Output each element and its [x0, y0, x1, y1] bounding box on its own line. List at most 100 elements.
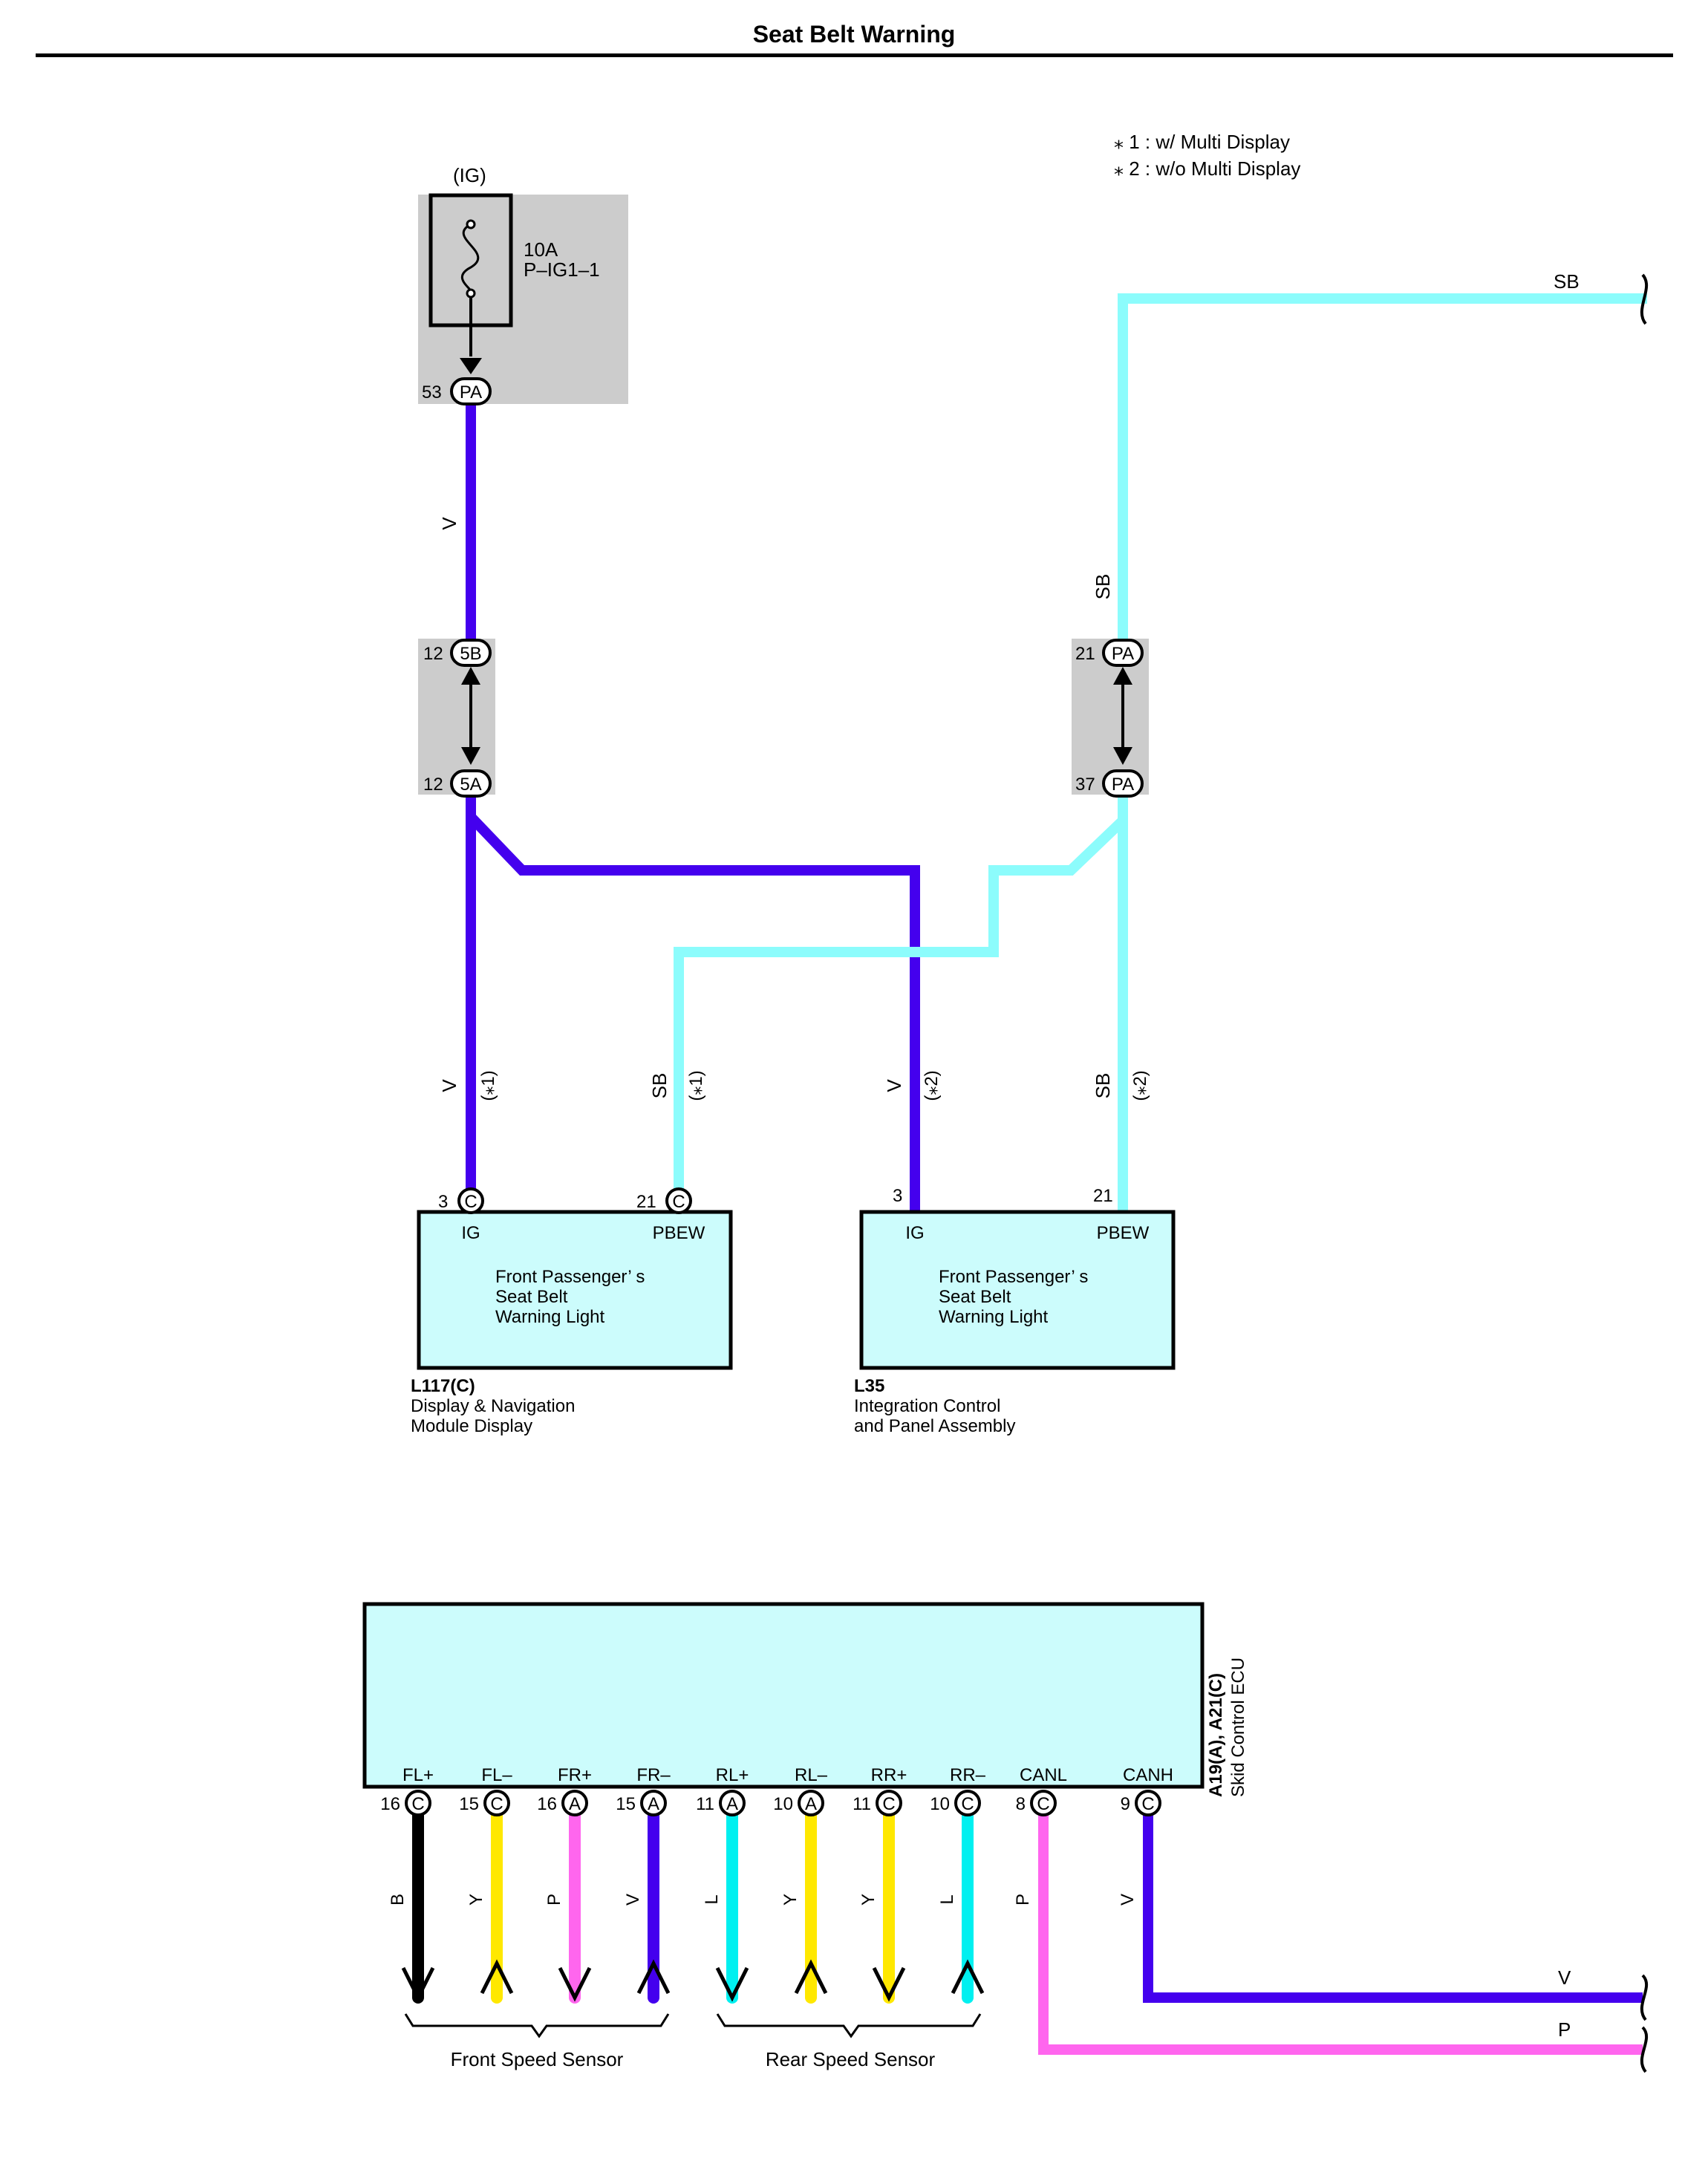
note-2: ⁎ 2 : w/o Multi Display	[1114, 157, 1300, 180]
ecu-terminal-8-connector	[1030, 1790, 1057, 1816]
l117-name-line2: Module Display	[411, 1416, 532, 1436]
junction-right-double-arrow	[1113, 667, 1132, 765]
svg-text:5B: 5B	[460, 644, 481, 664]
ecu-terminal-7-connector	[954, 1790, 981, 1816]
ecu-terminal-0-label: FL+	[402, 1765, 434, 1785]
note-1: ⁎ 1 : w/ Multi Display	[1114, 131, 1290, 153]
wire-note-v-l35: (⁎2)	[922, 1070, 942, 1101]
ecu-terminal-5-pin: 10	[773, 1794, 793, 1814]
ecu-terminal-1-connector	[483, 1790, 510, 1816]
ecu-terminal-3-pin: 15	[616, 1794, 636, 1814]
ecu-terminal-9-connector	[1135, 1790, 1161, 1816]
l117-id: L117(C)	[411, 1376, 475, 1396]
ecu-terminal-7-conn-letter: C	[961, 1794, 974, 1814]
wire-label-canl-out: P	[1558, 2018, 1571, 2041]
wire-label-v-upper: V	[438, 517, 460, 530]
ecu-terminal-0-arrow-down	[401, 1966, 435, 2002]
wire-violet-to-l35	[466, 813, 920, 1210]
fuse-terminal-top	[466, 219, 476, 229]
rear-sensor-label: Rear Speed Sensor	[766, 2048, 936, 2070]
l117-ig-connector: C	[457, 1187, 484, 1214]
l117-ig-label: IG	[461, 1223, 480, 1243]
ecu-terminal-6-conn-letter: C	[882, 1794, 895, 1814]
wire-sb-to-l117	[674, 816, 1127, 1190]
connector-fuse-pa: PA	[450, 377, 492, 405]
l117-ig-pin: 3	[438, 1192, 448, 1212]
wire-sb-top	[1118, 293, 1647, 645]
wire-label-sb-upper: SB	[1092, 574, 1114, 600]
ecu-terminal-3-conn-letter: A	[648, 1794, 659, 1814]
front-sensor-label: Front Speed Sensor	[451, 2048, 624, 2070]
l35-pbew-pin: 21	[1093, 1186, 1113, 1206]
svg-text:PA: PA	[1112, 775, 1134, 795]
ecu-terminal-1-conn-letter: C	[490, 1794, 503, 1814]
connector-junction-right-bottom: PA	[1102, 769, 1144, 798]
ecu-terminal-2-label: FR+	[558, 1765, 592, 1785]
wire-label-v-l35: V	[883, 1079, 905, 1092]
ecu-terminal-3-connector	[640, 1790, 667, 1816]
l35-ig-pin: 3	[893, 1186, 902, 1206]
fuse-box-background	[418, 195, 628, 404]
svg-text:PA: PA	[460, 382, 482, 402]
ecu-terminal-7-pin: 10	[930, 1794, 950, 1814]
l35-name-line1: Integration Control	[854, 1396, 1000, 1416]
ecu-terminal-8-wire-code: P	[1013, 1894, 1033, 1906]
ecu-terminal-6-connector	[876, 1790, 902, 1816]
ecu-terminal-1-arrow-up	[480, 1959, 514, 1995]
ecu-terminal-3-label: FR–	[636, 1765, 671, 1785]
junction-left-double-arrow	[461, 667, 480, 765]
wire-note-sb-l35: (⁎2)	[1130, 1070, 1150, 1101]
wire-canl	[1038, 1805, 1643, 2055]
wire-label-sb-top: SB	[1554, 270, 1580, 293]
l35-inner-line2: Seat Belt	[939, 1287, 1011, 1307]
connector-junction-right-top: PA	[1102, 639, 1144, 667]
ecu-terminal-8-pin: 8	[1016, 1794, 1026, 1814]
ecu-terminal-4-pin: 11	[696, 1794, 714, 1814]
wire-label-sb-l35: SB	[1092, 1073, 1114, 1099]
ecu-terminal-4-connector	[719, 1790, 746, 1816]
junction-left-bottom-pin: 12	[423, 775, 443, 795]
ecu-terminal-4-wire-code: L	[702, 1894, 722, 1904]
svg-text:5A: 5A	[460, 775, 481, 795]
ecu-terminal-7-wire-code: L	[937, 1894, 957, 1904]
wire-canh	[1143, 1805, 1643, 2003]
ecu-terminal-0-conn-letter: C	[411, 1794, 424, 1814]
ecu-terminal-3-arrow-up	[636, 1959, 671, 1995]
ecu-terminal-2-arrow-down	[558, 1966, 592, 2002]
junction-right-bottom-pin: 37	[1075, 775, 1095, 795]
svg-text:PA: PA	[1112, 644, 1134, 664]
ecu-terminal-5-wire-code: Y	[780, 1894, 801, 1906]
l117-pbew-connector: C	[665, 1187, 692, 1214]
l35-component-box	[859, 1210, 1176, 1370]
ecu-terminal-6-wire-code: Y	[858, 1894, 879, 1906]
ecu-terminal-5-conn-letter: A	[805, 1794, 817, 1814]
ecu-terminal-9-pin: 9	[1121, 1794, 1130, 1814]
l35-inner-line1: Front Passenger’ s	[939, 1267, 1088, 1287]
ecu-terminal-5-arrow-up	[794, 1959, 828, 1995]
ecu-terminal-0-connector	[405, 1790, 431, 1816]
ecu-terminal-5-connector	[798, 1790, 824, 1816]
diagram-title: Seat Belt Warning	[752, 21, 956, 48]
l35-ig-label: IG	[905, 1223, 924, 1243]
skid-ecu-box	[362, 1602, 1205, 1789]
ecu-terminal-9-wire-code: V	[1118, 1894, 1138, 1906]
ecu-terminal-4-arrow-down	[715, 1966, 749, 2002]
ecu-terminal-2-wire-code: P	[544, 1894, 564, 1906]
title-rule	[36, 53, 1673, 57]
ecu-terminal-9-label: CANH	[1123, 1765, 1173, 1785]
l35-name-line2: and Panel Assembly	[854, 1416, 1015, 1436]
l117-inner-line2: Seat Belt	[495, 1287, 568, 1307]
connector-junction-left-bottom: 5A	[450, 769, 492, 798]
l117-inner-line3: Warning Light	[495, 1307, 605, 1327]
ecu-terminal-4-label: RL+	[716, 1765, 749, 1785]
skid-ecu-name: Skid Control ECU	[1228, 1658, 1248, 1797]
junction-right-top-pin: 21	[1075, 644, 1095, 664]
wire-note-v-l117: (⁎1)	[478, 1070, 498, 1101]
ecu-terminal-0-pin: 16	[380, 1794, 400, 1814]
l35-id: L35	[854, 1376, 884, 1396]
rear-sensor-brace	[716, 2013, 982, 2038]
ecu-terminal-5-label: RL–	[795, 1765, 828, 1785]
fuse-name-label: P–IG1–1	[524, 258, 600, 281]
l35-inner-line3: Warning Light	[939, 1307, 1049, 1327]
wire-label-v-l117: V	[438, 1079, 460, 1092]
